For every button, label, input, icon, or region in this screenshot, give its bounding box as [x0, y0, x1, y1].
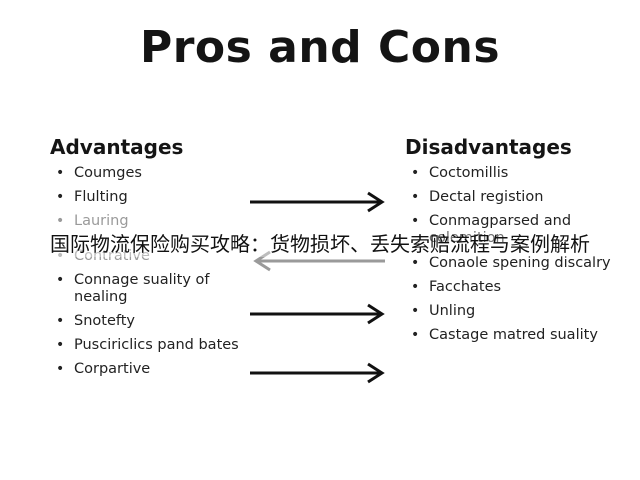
- disadvantages-column: Disadvantages •Coctomillis •Dectal regis…: [405, 135, 625, 351]
- list-item: •Conmagparsed and colemition: [411, 213, 572, 246]
- bullet-icon: •: [411, 279, 420, 295]
- bullet-icon: •: [56, 248, 65, 264]
- bullet-icon: •: [56, 189, 65, 205]
- arrow-right-icon: [250, 362, 385, 384]
- list-item: •Connage suality of nealing: [56, 272, 210, 305]
- list-item: •Pusciriclics pand bates: [56, 337, 239, 353]
- bullet-icon: •: [411, 327, 420, 343]
- bullet-icon: •: [411, 165, 420, 181]
- bullet-icon: •: [411, 303, 420, 319]
- bullet-icon: •: [56, 313, 65, 329]
- page-title: Pros and Cons: [139, 22, 501, 73]
- list-item: •Snotefty: [56, 313, 135, 329]
- list-item: •Dectal registion: [411, 189, 544, 205]
- arrow-right-icon: [250, 303, 385, 325]
- list-item: •Coumges: [56, 165, 142, 181]
- list-item: •Lauring: [56, 213, 129, 229]
- bullet-icon: •: [411, 189, 420, 205]
- advantages-column: Advantages •Coumges •Flulting •Lauring •…: [50, 135, 250, 385]
- list-item: •Castage matred suality: [411, 327, 598, 343]
- disadvantages-heading: Disadvantages: [405, 135, 572, 159]
- list-item: •Corpartive: [56, 361, 151, 377]
- bullet-icon: •: [411, 213, 420, 229]
- advantages-list: •Coumges •Flulting •Lauring •Contrative …: [50, 165, 250, 378]
- list-item: •Facchates: [411, 279, 502, 295]
- bullet-icon: •: [56, 213, 65, 229]
- arrow-right-icon: [250, 191, 385, 213]
- list-item: •Conaole spening discalry: [411, 255, 611, 271]
- arrow-left-icon: [253, 250, 385, 272]
- bullet-icon: •: [56, 361, 65, 377]
- bullet-icon: •: [56, 165, 65, 181]
- bullet-icon: •: [56, 337, 65, 353]
- bullet-icon: •: [56, 272, 65, 288]
- list-item: •Coctomillis: [411, 165, 509, 181]
- list-item: •Flulting: [56, 189, 128, 205]
- list-item: •Contrative: [56, 248, 150, 264]
- overlay-caption: 国际物流保险购买攻略：货物损坏、丢失索赔流程与案例解析: [0, 231, 640, 257]
- disadvantages-list: •Coctomillis •Dectal registion •Conmagpa…: [405, 165, 625, 344]
- list-item: •Unling: [411, 303, 476, 319]
- advantages-heading: Advantages: [50, 135, 184, 159]
- bullet-icon: •: [411, 255, 420, 271]
